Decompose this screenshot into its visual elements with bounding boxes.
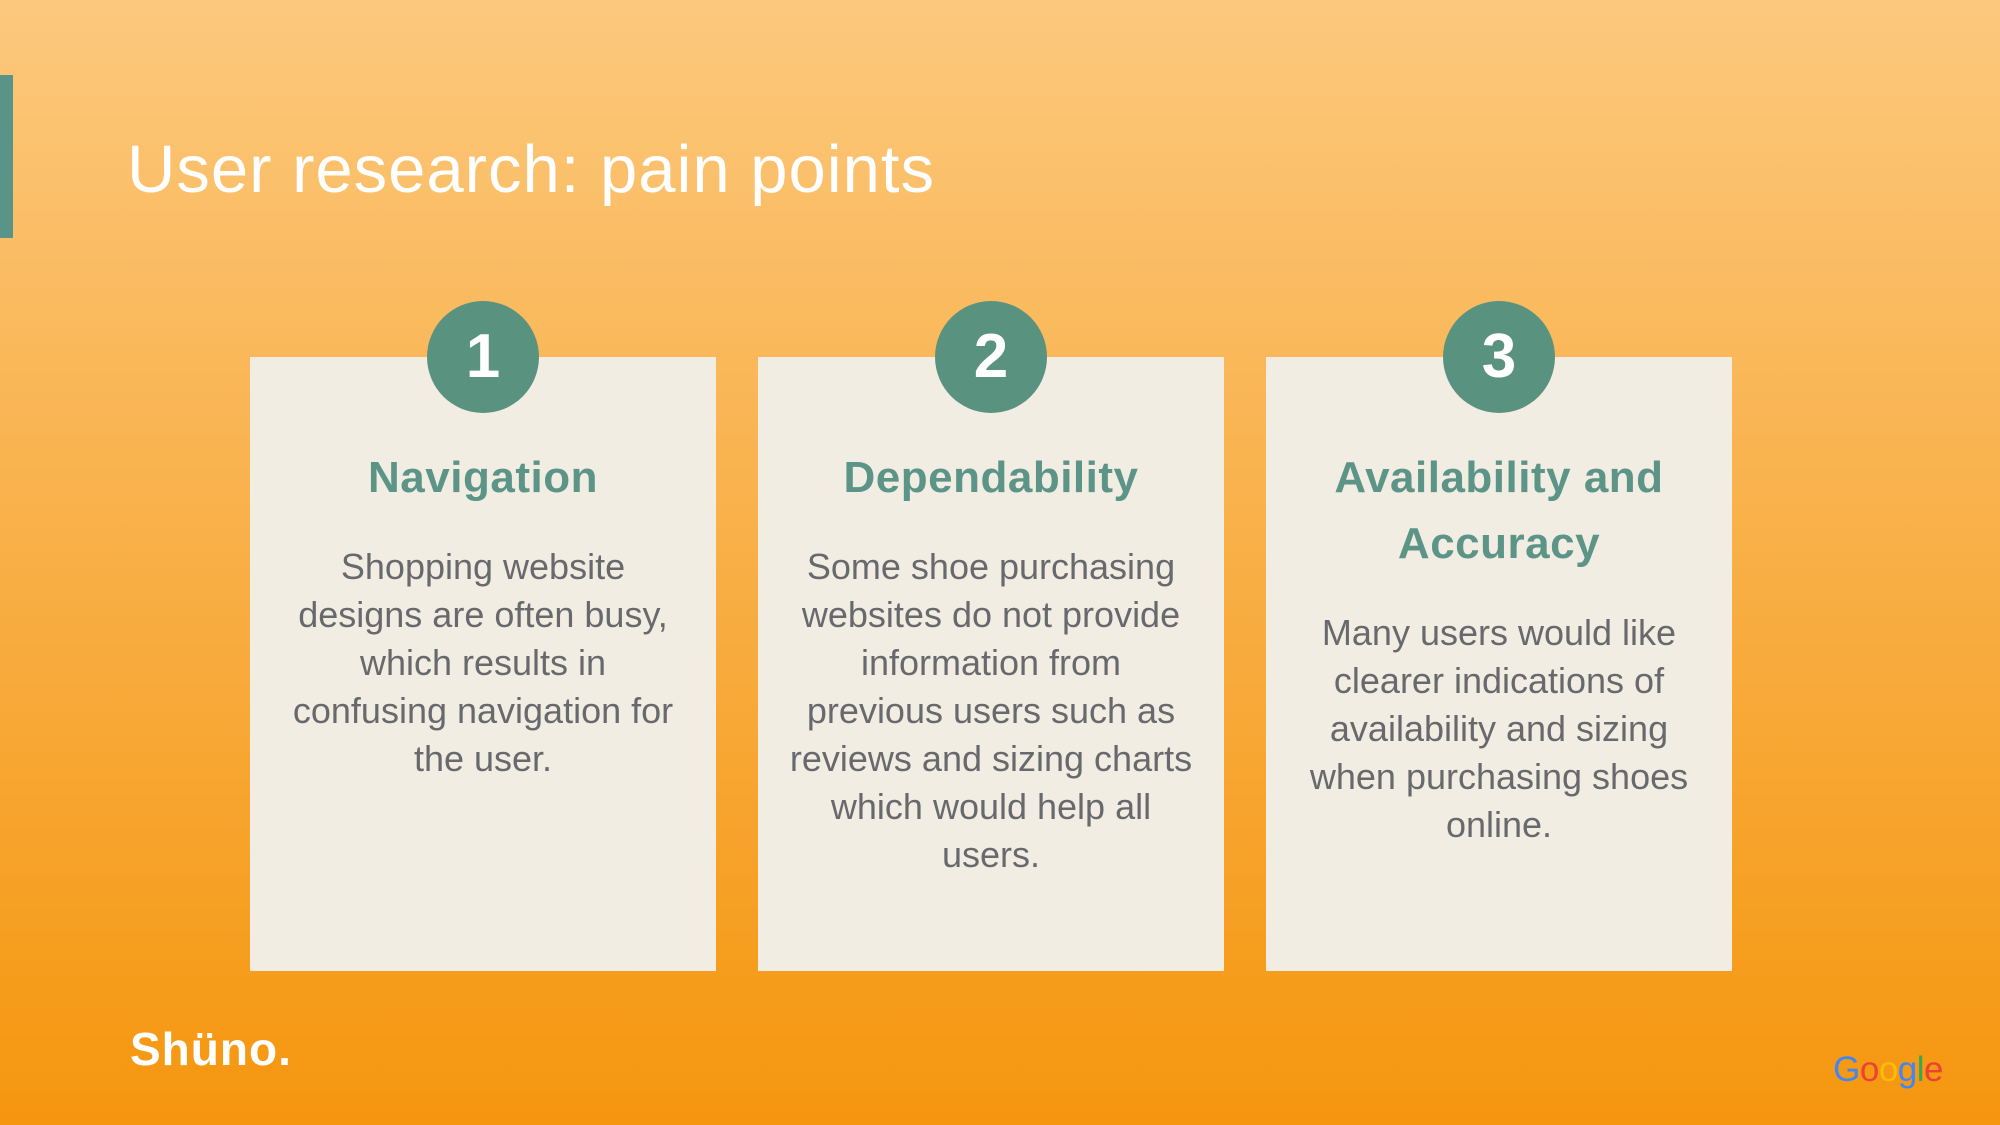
google-logo-letter: e bbox=[1924, 1050, 1943, 1089]
card-body: Shopping website designs are often busy,… bbox=[292, 546, 674, 779]
number-badge-2: 2 bbox=[935, 301, 1047, 413]
number-badge-1: 1 bbox=[427, 301, 539, 413]
accent-bar bbox=[0, 75, 13, 238]
card-body: Many users would like clearer indication… bbox=[1309, 612, 1689, 845]
google-logo-letter: o bbox=[1878, 1050, 1898, 1089]
google-logo: Google bbox=[1833, 1052, 1943, 1087]
brand-logo: Shüno. bbox=[130, 1023, 292, 1075]
pain-point-card-dependability: 2 Dependability Some shoe purchasing web… bbox=[758, 301, 1224, 971]
pain-point-card-navigation: 1 Navigation Shopping website designs ar… bbox=[250, 301, 716, 971]
pain-point-card-availability-accuracy: 3 Availability and Accuracy Many users w… bbox=[1266, 301, 1732, 971]
number-badge-3: 3 bbox=[1443, 301, 1555, 413]
card-heading: Navigation bbox=[368, 453, 598, 502]
google-logo-letter: o bbox=[1859, 1050, 1879, 1089]
google-logo-letter: l bbox=[1916, 1050, 1925, 1089]
pain-point-cards: 1 Navigation Shopping website designs ar… bbox=[250, 301, 1732, 971]
page-title: User research: pain points bbox=[127, 132, 936, 207]
card-heading: Dependability bbox=[843, 453, 1139, 502]
google-logo-letter: g bbox=[1897, 1050, 1917, 1089]
card-body: Some shoe purchasing websites do not pro… bbox=[789, 546, 1193, 875]
google-logo-letter: G bbox=[1833, 1050, 1860, 1089]
card-heading: Availability and Accuracy bbox=[1334, 453, 1664, 568]
